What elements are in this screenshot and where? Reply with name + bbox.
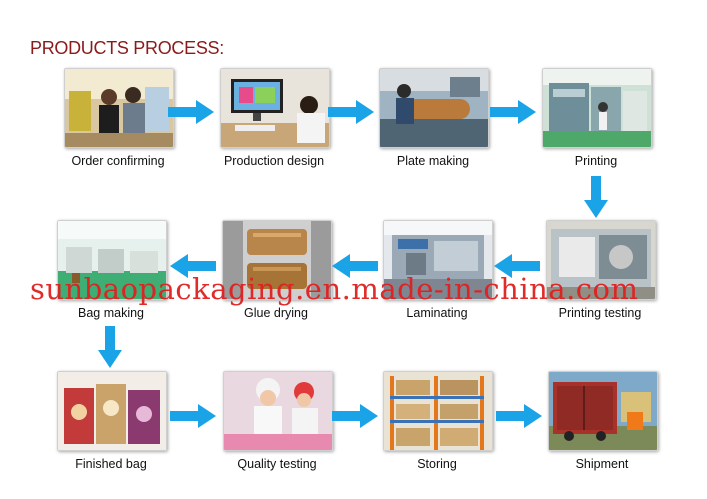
- arrow-left-icon: [332, 254, 378, 278]
- step-label: Laminating: [406, 306, 468, 320]
- step-storing: Storing: [377, 371, 497, 471]
- quality-testing-photo: [223, 371, 333, 451]
- arrow-left-icon: [170, 254, 216, 278]
- arrow-right-icon: [328, 100, 374, 124]
- step-laminating: Laminating: [377, 220, 497, 320]
- bag-making-photo: [57, 220, 167, 300]
- printing-testing-photo: [546, 220, 656, 300]
- printing-photo: [542, 68, 652, 148]
- order-confirming-photo: [64, 68, 174, 148]
- arrow-down-icon: [98, 326, 122, 368]
- arrow-right-icon: [168, 100, 214, 124]
- arrow-right-icon: [496, 404, 542, 428]
- page-title: PRODUCTS PROCESS:: [30, 38, 224, 58]
- finished-bag-photo: [57, 371, 167, 451]
- step-printing: Printing: [536, 68, 656, 168]
- step-production-design: Production design: [214, 68, 334, 168]
- step-label: Printing testing: [558, 306, 642, 320]
- step-label: Glue drying: [244, 306, 308, 320]
- step-plate-making: Plate making: [373, 68, 493, 168]
- step-label: Bag making: [77, 306, 144, 320]
- step-glue-drying: Glue drying: [216, 220, 336, 320]
- arrow-down-icon: [584, 176, 608, 218]
- watermark: sunbaopackaging.en.made-in-china.com: [30, 272, 639, 306]
- step-label: Plate making: [396, 154, 470, 168]
- step-finished-bag: Finished bag: [51, 371, 171, 471]
- arrow-right-icon: [490, 100, 536, 124]
- step-quality-testing: Quality testing: [217, 371, 337, 471]
- production-design-photo: [220, 68, 330, 148]
- arrow-right-icon: [332, 404, 378, 428]
- laminating-photo: [383, 220, 493, 300]
- shipment-photo: [548, 371, 658, 451]
- storing-photo: [383, 371, 493, 451]
- step-bag-making: Bag making: [51, 220, 171, 320]
- plate-making-photo: [379, 68, 489, 148]
- arrow-left-icon: [494, 254, 540, 278]
- step-label: Production design: [223, 154, 325, 168]
- step-label: Printing: [574, 154, 618, 168]
- step-label: Quality testing: [237, 457, 317, 471]
- step-order-confirming: Order confirming: [58, 68, 178, 168]
- step-label: Shipment: [575, 457, 629, 471]
- step-printing-testing: Printing testing: [540, 220, 660, 320]
- step-label: Storing: [417, 457, 457, 471]
- step-label: Order confirming: [71, 154, 165, 168]
- glue-drying-photo: [222, 220, 332, 300]
- step-label: Finished bag: [75, 457, 147, 471]
- arrow-right-icon: [170, 404, 216, 428]
- step-shipment: Shipment: [542, 371, 662, 471]
